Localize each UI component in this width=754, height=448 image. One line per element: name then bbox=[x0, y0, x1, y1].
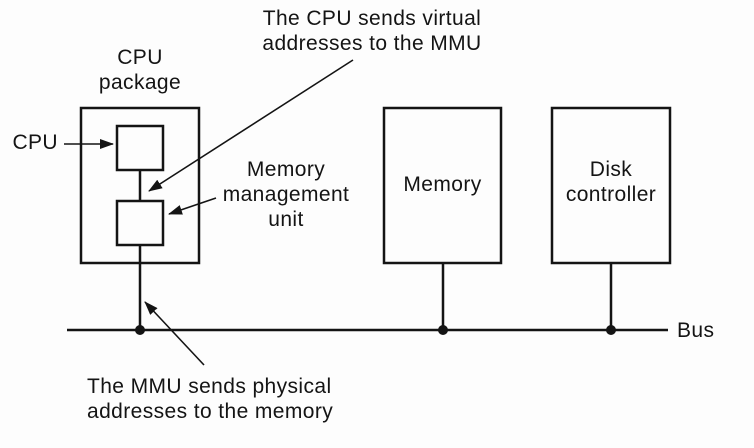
physical-address-annotation: The MMU sends physical addresses to the … bbox=[87, 375, 334, 423]
cpu-box bbox=[115, 124, 165, 172]
mmu-box bbox=[115, 199, 165, 247]
bus-junction-dot-disk bbox=[606, 325, 616, 335]
bus-label: Bus bbox=[677, 319, 715, 342]
cpu-label: CPU bbox=[12, 131, 58, 154]
bus-junction-dot-mmu bbox=[135, 325, 145, 335]
mmu-label: Memory management unit bbox=[222, 158, 350, 231]
virtual-address-arrow bbox=[148, 59, 354, 192]
bus-junction-dot-memory bbox=[438, 325, 448, 335]
disk-controller-label: Disk controller bbox=[565, 158, 657, 206]
physical-address-arrow bbox=[144, 301, 205, 366]
memory-label: Memory bbox=[403, 173, 482, 196]
cpu-package-label: CPU package bbox=[98, 46, 182, 94]
mmu-pointer-arrow bbox=[168, 197, 217, 215]
virtual-address-annotation: The CPU sends virtual addresses to the M… bbox=[262, 7, 482, 55]
